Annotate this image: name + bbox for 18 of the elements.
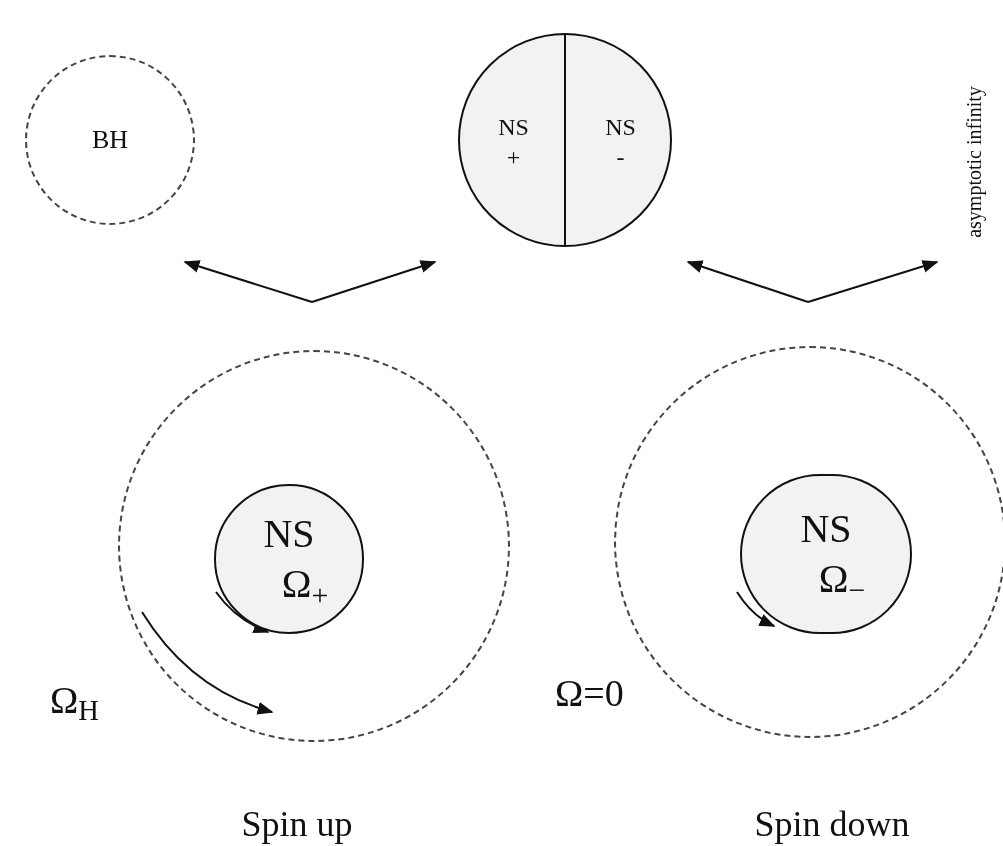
node-title: NS	[800, 505, 852, 553]
node-title: NS	[498, 113, 529, 142]
node-subscript: Ω$_{+}$	[281, 560, 329, 609]
node-title: NS	[263, 510, 315, 558]
arrow	[311, 260, 437, 303]
node-label: Spin down	[754, 806, 910, 842]
node-label: Spin up	[241, 806, 353, 842]
symbol-label: Ω=0	[555, 674, 624, 712]
node-title: BH	[91, 123, 129, 156]
symbol-label: Ω$_{H}$	[50, 681, 99, 719]
arrow	[686, 260, 809, 303]
node-subscript: -	[616, 143, 625, 172]
axis-text: asymptotic infinity	[963, 86, 985, 238]
node-subscript: Ω$_{−}$	[818, 555, 866, 604]
node-subscript: +	[506, 143, 521, 172]
arrow	[183, 260, 313, 303]
arrow	[807, 260, 939, 303]
node-title: NS	[605, 113, 636, 142]
